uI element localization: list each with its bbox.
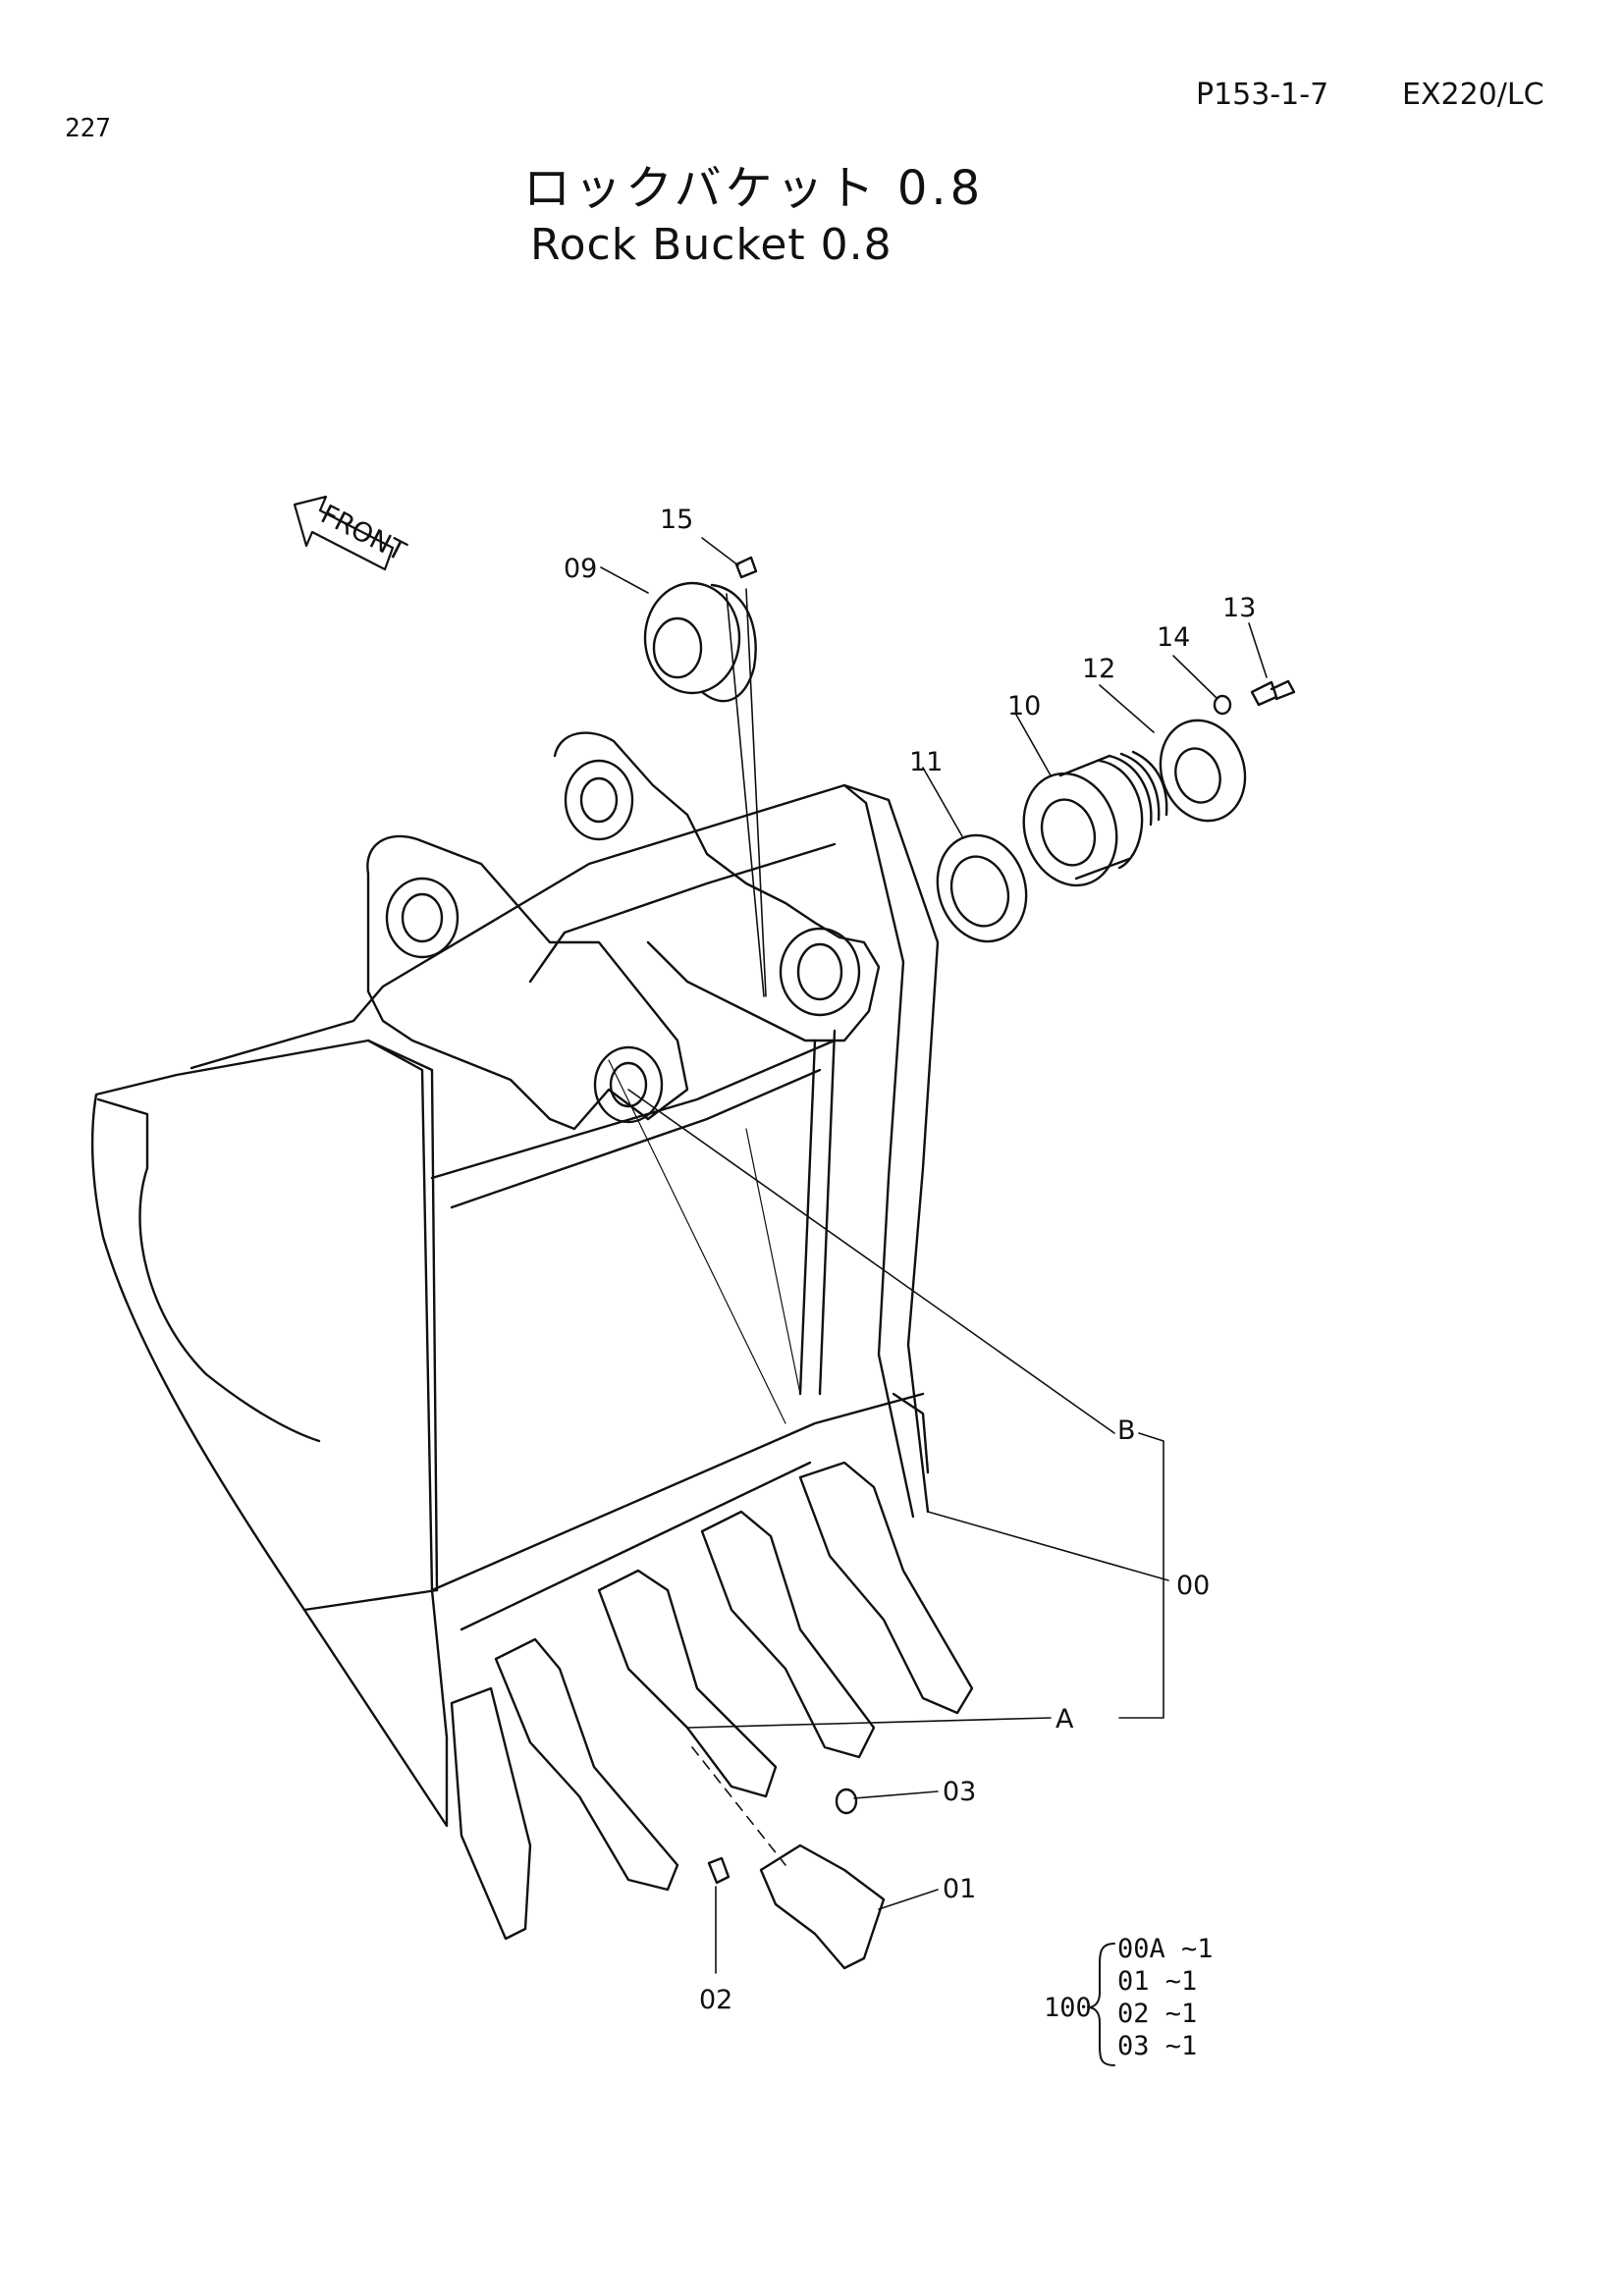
callout-11: 11: [909, 747, 943, 777]
part-15-dowel: [734, 556, 758, 579]
part-02-lock: [707, 1856, 730, 1885]
page-code: P153-1-7: [1196, 78, 1329, 112]
callout-10: 10: [1007, 691, 1041, 721]
bucket-bosses: [366, 731, 881, 1131]
callout-00: 00: [1176, 1571, 1210, 1601]
part-12-plate: [1159, 719, 1247, 823]
model-code: EX220/LC: [1402, 78, 1544, 112]
callout-13: 13: [1222, 593, 1256, 623]
kit-item-02: 02 ~1: [1117, 1999, 1198, 2029]
kit-item-01: 01 ~1: [1117, 1966, 1198, 1997]
bucket-teeth: [450, 1392, 974, 1970]
callout-14: 14: [1157, 622, 1190, 653]
bucket-body: [90, 783, 940, 1828]
kit-item-03: 03 ~1: [1117, 2031, 1198, 2061]
part-10-threaded-bushing: [1022, 750, 1168, 887]
callout-02: 02: [699, 1985, 732, 2015]
callout-15: 15: [660, 505, 693, 535]
part-03-pin: [835, 1788, 858, 1815]
front-arrow-icon: FRONT: [293, 495, 410, 571]
page-number: 227: [65, 114, 111, 143]
part-14-washer: [1213, 694, 1232, 716]
callout-01: 01: [943, 1874, 976, 1904]
callout-12: 12: [1082, 654, 1115, 684]
callout-03: 03: [943, 1777, 976, 1807]
part-09-pin-boss: [643, 581, 757, 703]
leader-lines: [600, 537, 1268, 1974]
kit-item-00a: 00A ~1: [1117, 1934, 1214, 1964]
part-11-ring: [936, 833, 1028, 943]
callout-09: 09: [564, 554, 597, 584]
kit-number: 100: [1044, 1993, 1092, 2023]
callout-a: A: [1055, 1704, 1074, 1735]
title-japanese: ロックバケット 0.8: [523, 161, 985, 216]
callout-b: B: [1117, 1415, 1136, 1446]
kit-brace: [1087, 1943, 1115, 2066]
title-english: Rock Bucket 0.8: [530, 220, 893, 270]
part-13-bolt: [1250, 679, 1296, 707]
